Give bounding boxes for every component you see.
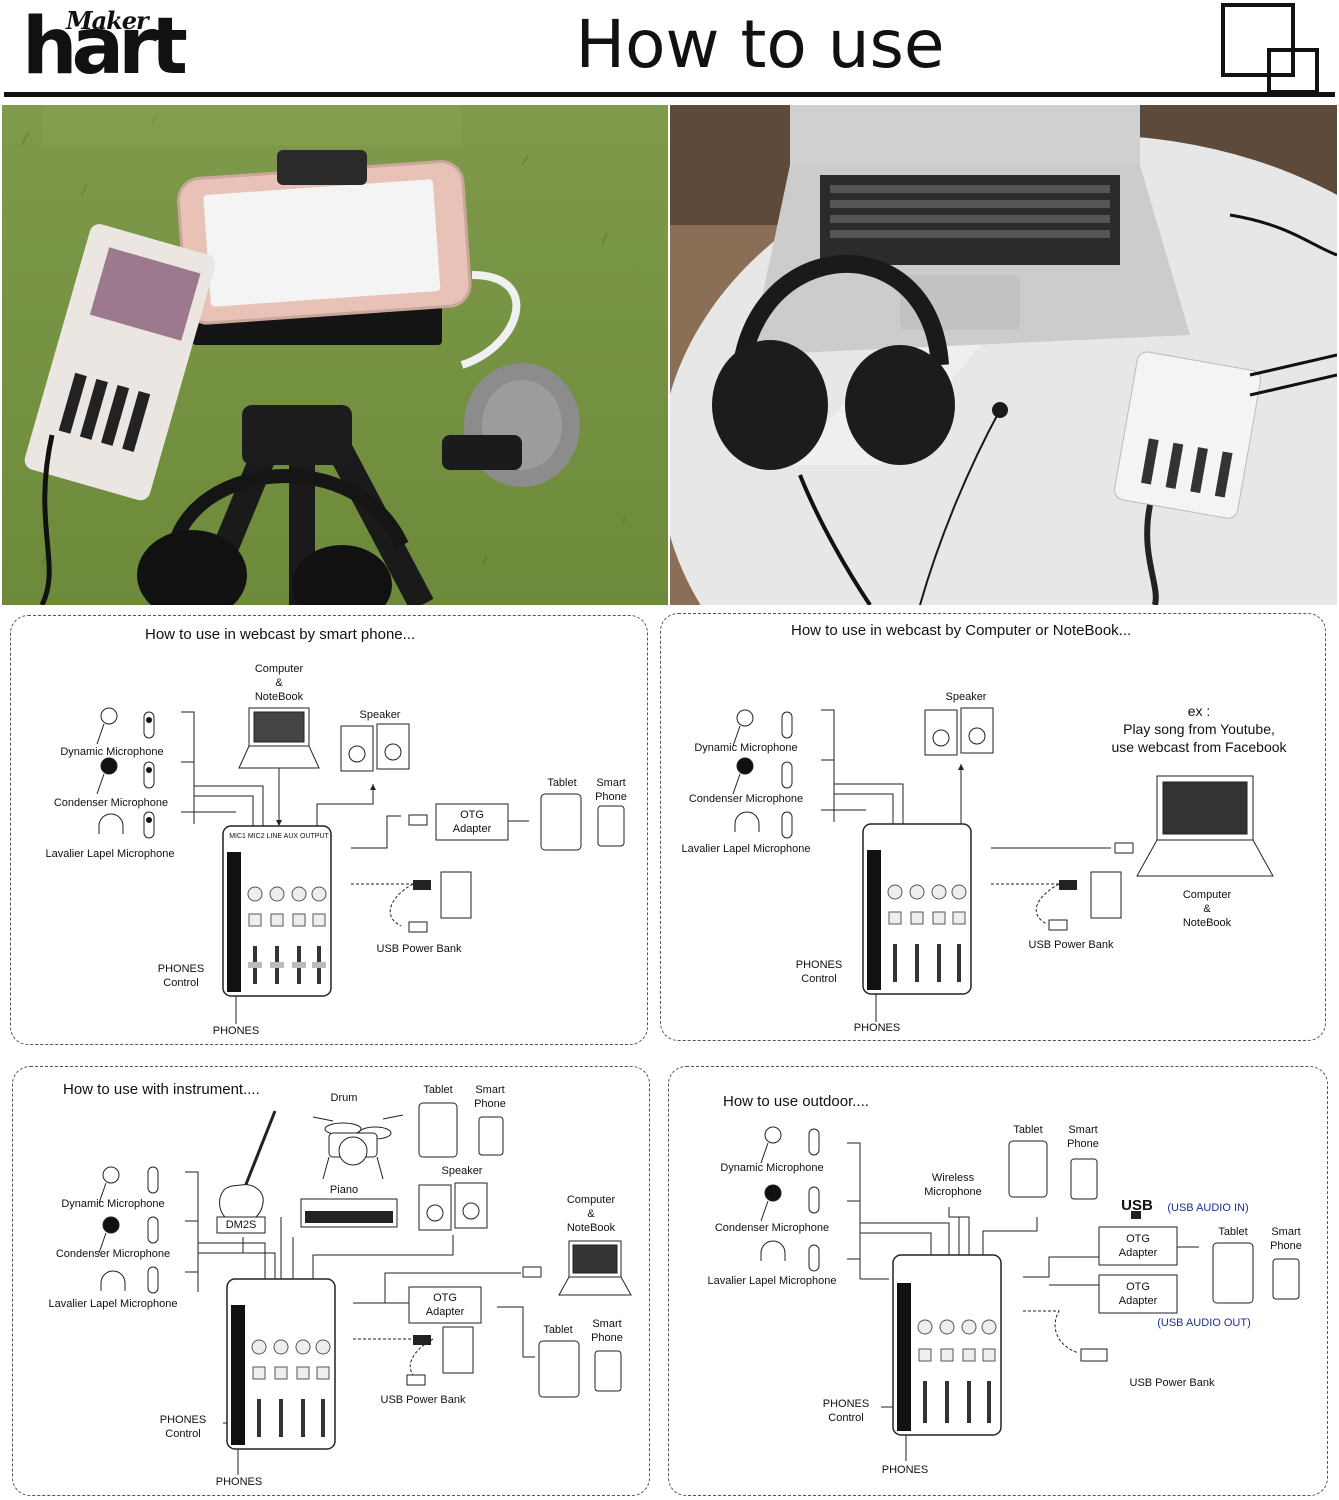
- condenser-mic-label: Condenser Microphone: [53, 797, 169, 809]
- computer-label: Computer & NoteBook: [254, 663, 304, 703]
- otg-adapter-label: OTG Adapter: [452, 809, 492, 835]
- phones-label: PHONES: [881, 1464, 929, 1476]
- speaker-label: Speaker: [359, 709, 401, 721]
- panel-smartphone: How to use in webcast by smart phone... …: [10, 615, 648, 1045]
- otg-adapter-out-label: OTG Adapter: [1118, 1281, 1158, 1307]
- condenser-mic-label: Condenser Microphone: [688, 793, 804, 805]
- outdoor-rig-illustration: [2, 105, 668, 605]
- tablet-top-label: Tablet: [1013, 1124, 1043, 1136]
- smart-phone-label: Smart Phone: [1270, 1226, 1302, 1252]
- mixer-inputs-label: MIC1 MIC2 LINE AUX OUTPUT: [229, 833, 329, 840]
- lavalier-mic-label: Lavalier Lapel Microphone: [45, 848, 175, 860]
- usb-power-bank-label: USB Power Bank: [376, 943, 462, 955]
- piano-label: Piano: [329, 1184, 359, 1196]
- page-title: How to use: [575, 6, 945, 83]
- otg-adapter-in-label: OTG Adapter: [1118, 1233, 1158, 1259]
- panel-instrument: How to use with instrument.... Drum Pian…: [12, 1066, 650, 1496]
- smart-phone-top-label: Smart Phone: [474, 1084, 506, 1110]
- condenser-mic-label: Condenser Microphone: [714, 1222, 830, 1234]
- phones-control-label: PHONES Control: [159, 1414, 207, 1440]
- tablet-label: Tablet: [543, 1324, 573, 1336]
- phones-control-label: PHONES Control: [157, 963, 205, 989]
- usb-power-bank-label: USB Power Bank: [380, 1394, 466, 1406]
- dynamic-mic-label: Dynamic Microphone: [61, 1198, 165, 1210]
- phones-control-label: PHONES Control: [822, 1398, 870, 1424]
- dynamic-mic-label: Dynamic Microphone: [694, 742, 798, 754]
- usb-power-bank-label: USB Power Bank: [1028, 939, 1114, 951]
- phones-control-label: PHONES Control: [795, 959, 843, 985]
- usb-audio-out-label: (USB AUDIO OUT): [1157, 1317, 1251, 1329]
- lavalier-mic-label: Lavalier Lapel Microphone: [48, 1298, 178, 1310]
- smart-phone-label: Smart Phone: [595, 777, 627, 803]
- computer-label: Computer & NoteBook: [566, 1194, 616, 1234]
- photo-desk-setup: [670, 105, 1337, 605]
- tablet-label: Tablet: [547, 777, 577, 789]
- panel-computer: How to use in webcast by Computer or Not…: [660, 613, 1326, 1041]
- dm2s-label: DM2S: [225, 1219, 257, 1231]
- phones-label: PHONES: [215, 1476, 263, 1488]
- panel-outdoor: How to use outdoor.... Dynamic Microphon…: [668, 1066, 1328, 1496]
- panel-title: How to use in webcast by smart phone...: [145, 626, 416, 643]
- page-header: Maker hart How to use: [0, 0, 1339, 100]
- computer-wiring-diagram: [732, 707, 1274, 1022]
- header-divider: [4, 92, 1335, 97]
- smart-phone-top-label: Smart Phone: [1067, 1124, 1099, 1150]
- smart-phone-label: Smart Phone: [591, 1318, 623, 1344]
- smartphone-wiring-diagram: [96, 707, 625, 1024]
- photo-outdoor-rig: [2, 105, 668, 605]
- panel-title: How to use in webcast by Computer or Not…: [791, 622, 1132, 639]
- logo-maker-text: Maker: [66, 6, 149, 35]
- condenser-mic-label: Condenser Microphone: [55, 1248, 171, 1260]
- dynamic-mic-label: Dynamic Microphone: [60, 746, 164, 758]
- speaker-label: Speaker: [945, 691, 987, 703]
- usb-power-bank-label: USB Power Bank: [1129, 1377, 1215, 1389]
- lavalier-mic-label: Lavalier Lapel Microphone: [681, 843, 811, 855]
- example-note: ex : Play song from Youtube, use webcast…: [1111, 703, 1287, 755]
- overlapping-squares-icon: [1221, 3, 1319, 94]
- phones-label: PHONES: [853, 1022, 901, 1034]
- desk-setup-illustration: [670, 105, 1337, 605]
- panel-title: How to use outdoor....: [723, 1093, 869, 1110]
- usb-audio-in-label: (USB AUDIO IN): [1167, 1202, 1249, 1214]
- drum-label: Drum: [330, 1092, 358, 1104]
- instrument-wiring-diagram: [98, 1102, 632, 1475]
- wireless-mic-label: Wireless Microphone: [924, 1172, 982, 1198]
- usb-label: USB: [1121, 1197, 1153, 1214]
- lavalier-mic-label: Lavalier Lapel Microphone: [707, 1275, 837, 1287]
- dynamic-mic-label: Dynamic Microphone: [720, 1162, 824, 1174]
- computer-label: Computer & NoteBook: [1182, 889, 1232, 929]
- maker-hart-logo: Maker hart: [22, 2, 242, 92]
- tablet-top-label: Tablet: [423, 1084, 453, 1096]
- speaker-label: Speaker: [441, 1165, 483, 1177]
- outdoor-wiring-diagram: [760, 1126, 1300, 1461]
- logo-hart-text: hart: [22, 2, 188, 92]
- phones-label: PHONES: [212, 1025, 260, 1037]
- tablet-label: Tablet: [1218, 1226, 1248, 1238]
- otg-adapter-label: OTG Adapter: [425, 1292, 465, 1318]
- panel-title: How to use with instrument....: [63, 1081, 260, 1098]
